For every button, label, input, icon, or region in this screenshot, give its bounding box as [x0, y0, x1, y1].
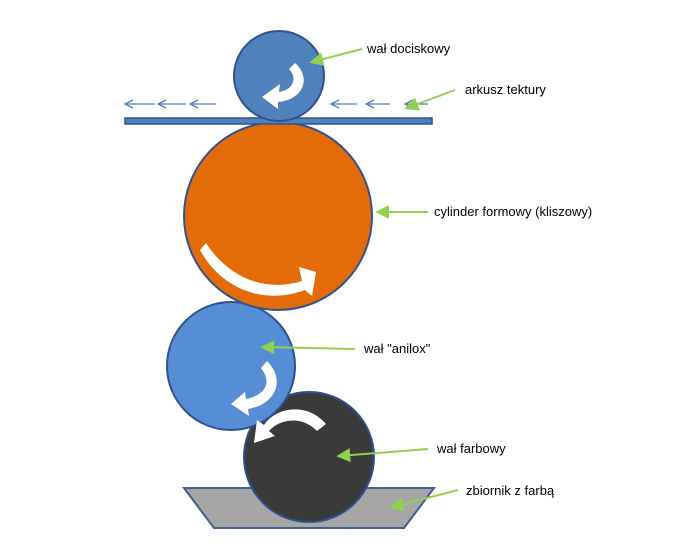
- curved-arrow-icon: [200, 63, 326, 443]
- form-cylinder: [183, 121, 373, 311]
- ink-roller-label: wał farbowy: [436, 441, 506, 456]
- leader-arrow-icon: [260, 48, 459, 511]
- cardboard-sheet-label: arkusz tektury: [465, 82, 546, 97]
- pressure-roller: [233, 30, 325, 122]
- anilox-roller-label: wał "anilox": [363, 341, 431, 356]
- form-cylinder-label: cylinder formowy (kliszowy): [434, 204, 592, 219]
- anilox-roller: [166, 301, 296, 431]
- pressure-roller-label: wał dociskowy: [366, 41, 451, 56]
- ink-tank-label: zbiornik z farbą: [466, 483, 555, 498]
